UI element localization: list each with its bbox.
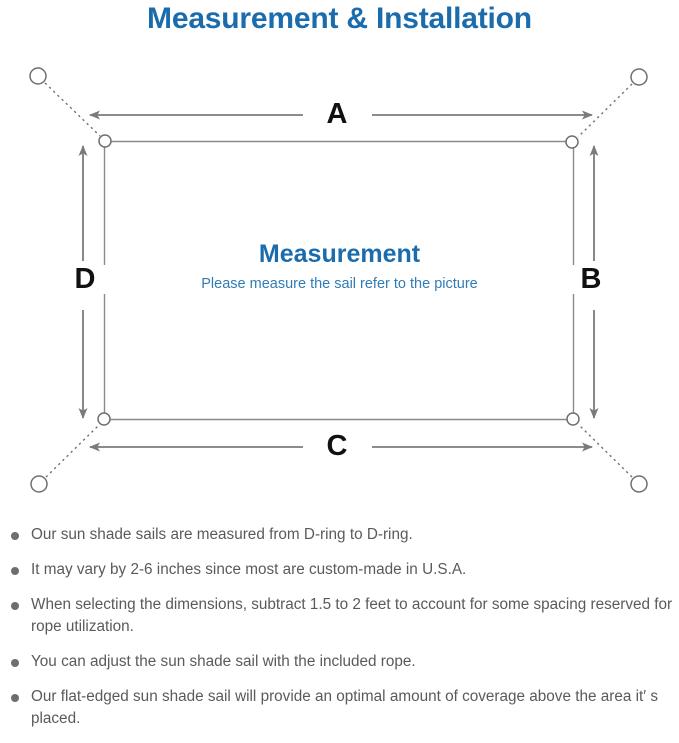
measurement-diagram: Measurement Please measure the sail refe… xyxy=(0,48,679,518)
diagram-center-subtitle: Please measure the sail refer to the pic… xyxy=(201,276,478,292)
note-text: It may vary by 2-6 inches since most are… xyxy=(31,561,467,578)
note-text: You can adjust the sun shade sail with t… xyxy=(31,653,416,670)
notes-list: Our sun shade sails are measured from D-… xyxy=(0,524,679,743)
list-item: You can adjust the sun shade sail with t… xyxy=(0,651,679,673)
list-item: It may vary by 2-6 inches since most are… xyxy=(0,559,679,581)
d-ring-top-right xyxy=(565,135,579,149)
list-item: Our sun shade sails are measured from D-… xyxy=(0,524,679,546)
dimension-label-b: B xyxy=(562,265,620,294)
anchor-bottom-right xyxy=(630,475,648,493)
dimension-label-d: D xyxy=(56,265,114,294)
note-text: When selecting the dimensions, subtract … xyxy=(31,596,673,635)
rope-line-top-left xyxy=(44,82,101,137)
bullet-icon xyxy=(11,659,19,667)
anchor-top-left xyxy=(29,67,47,85)
anchor-bottom-left xyxy=(30,475,48,493)
d-ring-bottom-right xyxy=(566,412,580,426)
bullet-icon xyxy=(11,694,19,702)
measurement-diagram-svg xyxy=(29,67,648,493)
rope-line-bottom-right xyxy=(578,424,633,478)
bullet-icon xyxy=(11,532,19,540)
list-item: Our flat-edged sun shade sail will provi… xyxy=(0,686,679,730)
d-ring-bottom-left xyxy=(97,412,111,426)
note-text: Our flat-edged sun shade sail will provi… xyxy=(31,688,659,727)
diagram-center-title: Measurement xyxy=(258,240,421,268)
dimension-label-c: C xyxy=(305,432,369,461)
page-title: Measurement & Installation xyxy=(147,2,532,35)
list-item: When selecting the dimensions, subtract … xyxy=(0,594,679,638)
rope-line-bottom-left xyxy=(45,424,100,478)
bullet-icon xyxy=(11,602,19,610)
dimension-label-a: A xyxy=(305,100,369,129)
d-ring-top-left xyxy=(98,134,112,148)
anchor-top-right xyxy=(630,68,648,86)
note-text: Our sun shade sails are measured from D-… xyxy=(31,526,413,543)
rope-line-top-right xyxy=(577,83,633,138)
bullet-icon xyxy=(11,567,19,575)
